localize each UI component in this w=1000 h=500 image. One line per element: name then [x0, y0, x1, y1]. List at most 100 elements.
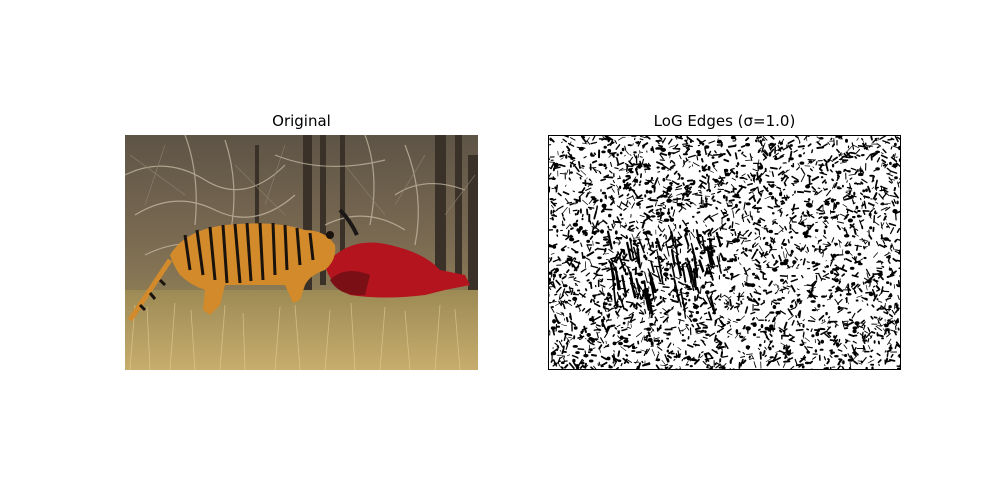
- edge-stroke: [839, 155, 845, 161]
- edge-stroke: [629, 154, 632, 156]
- edge-stroke: [785, 345, 791, 351]
- edge-stroke: [696, 331, 704, 335]
- edge-stroke: [832, 156, 838, 161]
- edge-blob: [561, 248, 565, 252]
- edge-stroke: [682, 145, 690, 149]
- edge-stroke: [806, 135, 808, 142]
- edge-blob: [677, 353, 681, 358]
- edge-stroke: [700, 339, 705, 342]
- edge-stroke: [648, 311, 651, 319]
- edge-blob: [828, 289, 833, 292]
- edge-stroke: [748, 358, 753, 360]
- edge-stroke: [654, 316, 659, 322]
- edge-stroke: [692, 162, 700, 167]
- edge-stroke: [551, 216, 554, 221]
- edge-stroke: [616, 184, 620, 191]
- edge-blob: [892, 209, 898, 214]
- edge-stroke: [776, 186, 782, 190]
- edge-stroke: [880, 222, 883, 230]
- edge-blob: [589, 348, 593, 352]
- edge-stroke: [579, 191, 585, 197]
- edge-stroke: [788, 336, 795, 341]
- edge-blob: [644, 238, 650, 241]
- edge-stroke: [702, 220, 705, 223]
- edge-stroke: [669, 289, 674, 295]
- edge-stroke: [551, 214, 558, 218]
- edge-blob: [714, 362, 717, 366]
- edge-stroke: [837, 221, 845, 224]
- edge-stroke: [609, 140, 614, 146]
- edge-stroke: [649, 209, 655, 215]
- edge-stroke: [784, 225, 788, 231]
- edge-stroke: [851, 142, 855, 150]
- edge-stroke: [695, 330, 703, 333]
- edge-blob: [808, 294, 814, 298]
- edge-stroke: [835, 135, 839, 138]
- edge-blob: [618, 341, 623, 346]
- edge-stroke: [716, 265, 719, 268]
- edge-stroke: [665, 179, 672, 181]
- edge-stroke: [709, 332, 716, 337]
- edge-stroke: [823, 356, 827, 361]
- edge-stroke: [744, 240, 751, 242]
- edge-stroke: [846, 321, 855, 326]
- edge-stroke: [888, 178, 895, 181]
- edge-blob: [805, 184, 811, 189]
- edge-stroke: [602, 316, 606, 321]
- edge-stroke: [794, 256, 798, 261]
- edge-stroke: [651, 179, 655, 181]
- edge-blob: [681, 333, 684, 337]
- edge-stroke: [660, 247, 663, 252]
- edge-stroke: [849, 362, 852, 369]
- edge-stroke: [840, 161, 848, 164]
- edge-blob: [553, 362, 558, 366]
- edge-stroke: [666, 332, 668, 336]
- edge-stroke: [815, 221, 818, 224]
- edge-stroke: [803, 190, 811, 193]
- edge-stroke: [834, 324, 837, 328]
- edge-stroke: [877, 318, 879, 321]
- edge-stroke: [657, 213, 664, 218]
- edge-blob: [847, 358, 854, 362]
- edge-stroke: [602, 136, 607, 141]
- edge-stroke: [781, 229, 784, 232]
- edge-blob: [677, 312, 682, 316]
- edge-blob: [898, 353, 901, 358]
- edge-stroke: [639, 156, 643, 158]
- edge-stroke: [682, 163, 686, 168]
- edge-stroke: [590, 354, 597, 357]
- edge-blob: [807, 198, 811, 201]
- edge-stroke: [609, 200, 615, 206]
- edge-stroke: [782, 146, 789, 151]
- edge-blob: [726, 217, 730, 222]
- edge-stroke: [752, 196, 757, 202]
- edge-stroke: [750, 299, 757, 303]
- edge-blob: [772, 305, 777, 309]
- edge-stroke: [775, 350, 782, 353]
- edge-blob: [875, 150, 881, 154]
- edge-stroke: [562, 217, 566, 221]
- edge-stroke: [872, 192, 878, 200]
- edge-blob: [768, 346, 772, 351]
- edge-stroke: [886, 274, 895, 278]
- edge-stroke: [710, 289, 717, 294]
- edge-stroke: [868, 345, 871, 350]
- edge-blob: [892, 163, 898, 168]
- edge-stroke: [897, 181, 900, 188]
- edge-stroke: [662, 207, 666, 210]
- edge-stroke: [624, 308, 629, 312]
- edge-stroke: [570, 227, 574, 230]
- edge-stroke: [791, 300, 794, 304]
- edge-blob: [651, 184, 656, 189]
- edge-stroke: [595, 267, 601, 274]
- edge-stroke: [798, 247, 802, 251]
- edge-stroke: [662, 242, 665, 246]
- edge-blob: [815, 332, 820, 337]
- edge-stroke: [878, 244, 886, 249]
- edge-stroke: [848, 367, 852, 370]
- edge-stroke: [716, 200, 722, 204]
- edge-stroke: [578, 338, 582, 341]
- edge-stroke: [572, 209, 578, 212]
- edge-stroke: [857, 308, 862, 313]
- edge-blob: [552, 245, 557, 249]
